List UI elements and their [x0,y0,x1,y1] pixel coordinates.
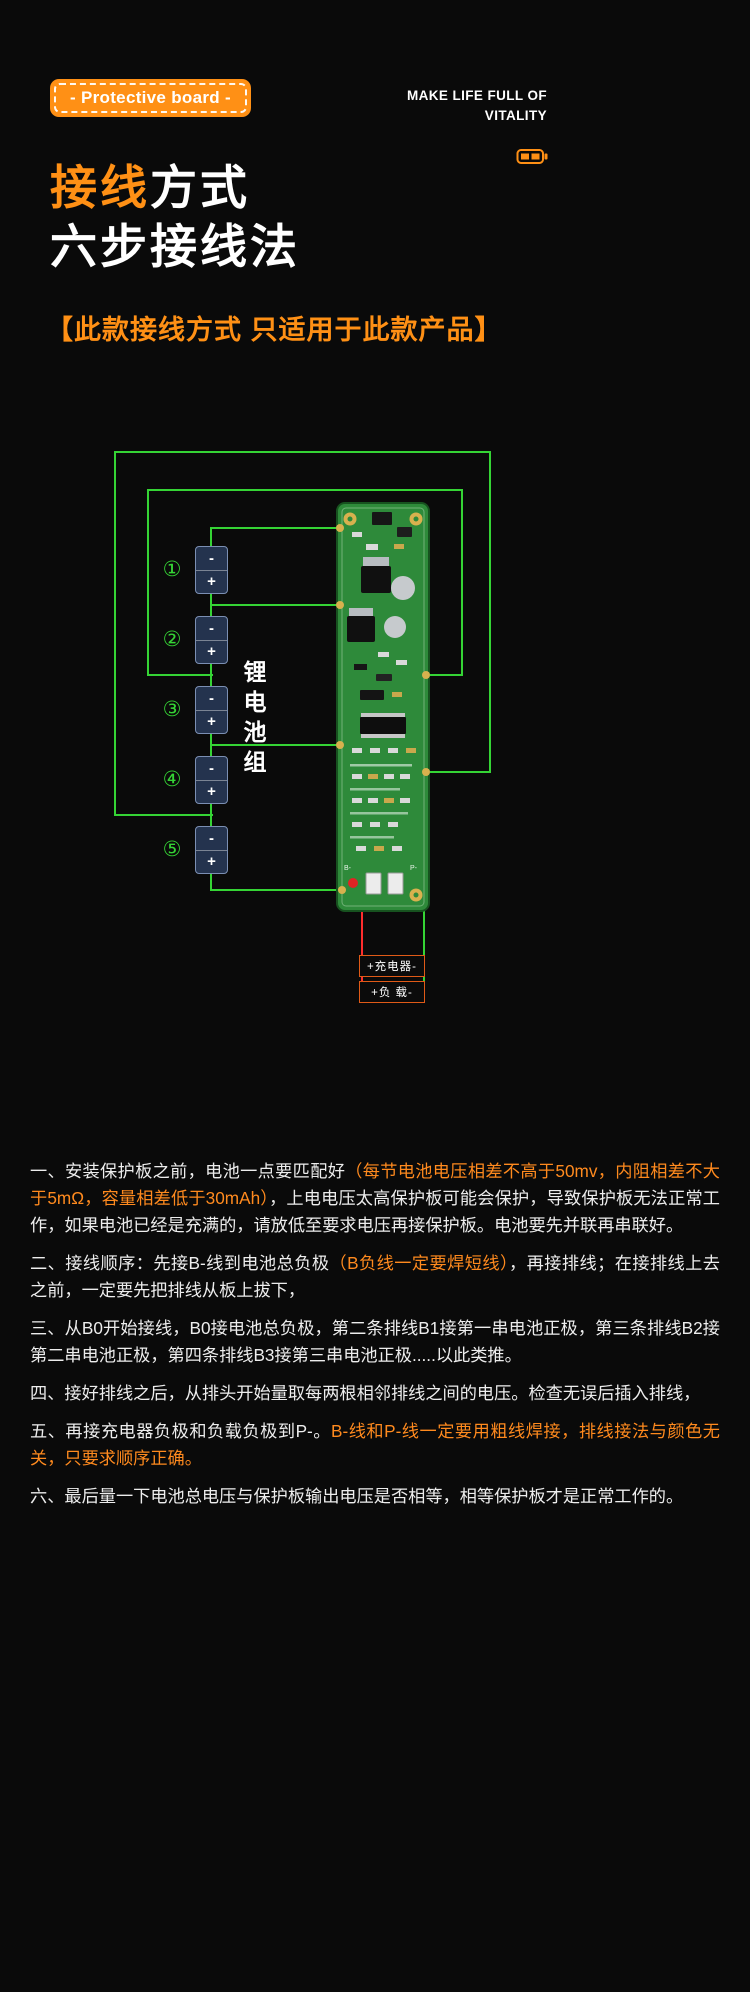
instruction-text: 一、安装保护板之前，电池一点要匹配好 [30,1161,346,1181]
pcb-board: B- P- [336,502,430,912]
instruction-6: 六、最后量一下电池总电压与保护板输出电压是否相等，相等保护板才是正常工作的。 [30,1483,720,1510]
instruction-highlight: B-线和P-线一定要用粗线焊接，排线接法与颜色无关，只要求顺序正确。 [30,1421,720,1468]
cell-plus-terminal: + [207,713,216,731]
battery-cell-5: - + [195,826,228,874]
title-line2: 六步接线法 [50,220,300,274]
battery-cell-3: - + [195,686,228,734]
title-line1: 接线方式 [50,158,300,217]
instruction-5: 五、再接充电器负极和负载负极到P-。B-线和P-线一定要用粗线焊接，排线接法与颜… [30,1418,720,1472]
battery-cell-2: - + [195,616,228,664]
load-box: +负 载- [359,981,425,1003]
title-accent: 接线 [50,161,150,214]
pcb-b-minus-label: B- [344,865,352,872]
battery-cell-1: - + [195,546,228,594]
charger-box: +充电器- [359,955,425,977]
battery-icon [516,149,548,164]
instruction-4: 四、接好排线之后，从排头开始量取每两根相邻排线之间的电压。检查无误后插入排线， [30,1380,720,1407]
cell-minus-terminal: - [196,547,227,571]
applicability-notice: 【此款接线方式 只适用于此款产品】 [46,315,503,345]
instruction-text: 六、最后量一下电池总电压与保护板输出电压是否相等，相等保护板才是正常工作的。 [30,1486,684,1506]
instruction-text: ，再接排线；在接排线上去之前，一定要先把排线从板上拔下， [30,1253,720,1300]
instruction-text: 五、再接充电器负极和负载负极到P-。 [30,1421,331,1441]
instruction-text: 二、接线顺序：先接B-线到电池总负极 [30,1253,330,1273]
wire-inner-loop [147,489,463,676]
instruction-text: 三、从B0开始接线，B0接电池总负极，第二条排线B1接第一串电池正极，第三条排线… [30,1318,720,1365]
brand-slogan: MAKE LIFE FULL OF VITALITY [407,86,547,127]
cell-plus-terminal: + [207,853,216,871]
instructions: 一、安装保护板之前，电池一点要匹配好（每节电池电压相差不高于50mv，内阻相差不… [30,1158,720,1521]
cell-minus-terminal: - [196,617,227,641]
instruction-3: 三、从B0开始接线，B0接电池总负极，第二条排线B1接第一串电池正极，第三条排线… [30,1315,720,1369]
cell-plus-terminal: + [207,573,216,591]
cell-number-2: ② [162,628,182,651]
cell-plus-terminal: + [207,643,216,661]
instruction-2: 二、接线顺序：先接B-线到电池总负极（B负线一定要焊短线），再接排线；在接排线上… [30,1250,720,1304]
battery-group-label: 锂电池组 [240,660,266,780]
instruction-highlight: （每节电池电压相差不高于50mv，内阻相差不大于5mΩ，容量相差低于30mAh） [30,1161,720,1208]
cell-minus-terminal: - [196,827,227,851]
cell-minus-terminal: - [196,757,227,781]
instruction-1: 一、安装保护板之前，电池一点要匹配好（每节电池电压相差不高于50mv，内阻相差不… [30,1158,720,1239]
instruction-text: 四、接好排线之后，从排头开始量取每两根相邻排线之间的电压。检查无误后插入排线， [30,1383,701,1403]
protective-board-badge: - Protective board - [50,79,251,117]
cell-number-3: ③ [162,698,182,721]
cell-minus-terminal: - [196,687,227,711]
page-title: 接线方式 六步接线法 [50,158,300,276]
cell-number-5: ⑤ [162,838,182,861]
badge-label: - Protective board - [54,83,247,113]
pcb-p-minus-label: P- [410,865,418,872]
instruction-highlight: （B负线一定要焊短线） [329,1253,509,1273]
cell-number-1: ① [162,558,182,581]
slogan-line1: MAKE LIFE FULL OF [406,88,547,103]
slogan-line2: VITALITY [484,108,547,124]
battery-cell-4: - + [195,756,228,804]
cell-plus-terminal: + [207,783,216,801]
title-rest: 方式 [150,161,250,214]
wire-series-chain [210,546,338,891]
wire-outer-loop [114,451,491,816]
wire-b-minus-tap [210,527,338,546]
cell-number-4: ④ [162,768,182,791]
instruction-text: ，上电电压太高保护板可能会保护，导致保护板无法正常工作，如果电池已经是充满的，请… [30,1188,720,1235]
